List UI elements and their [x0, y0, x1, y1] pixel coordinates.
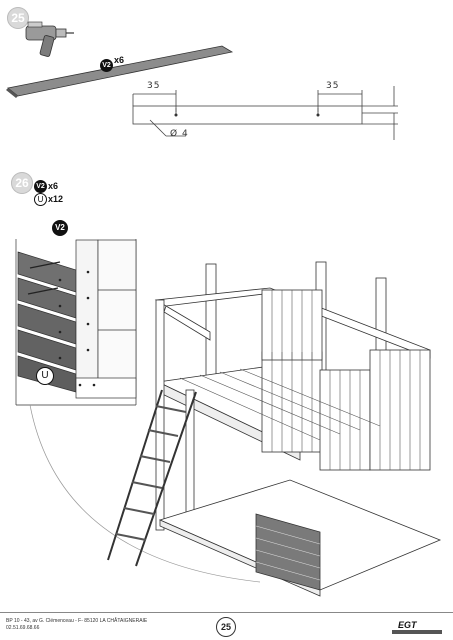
part-badge-v2-step26: V2: [34, 180, 47, 193]
footer-address-line1: BP 10 - 43, av G. Clémenceau - F- 85120 …: [6, 618, 148, 624]
quantity-u-step26: x12: [48, 194, 64, 204]
step-number-25: 25: [7, 7, 29, 29]
brand-logo: EGT: [398, 620, 417, 630]
quantity-v2-step26: x6: [48, 181, 59, 191]
brand-logo-bar: [392, 630, 442, 634]
part-badge-u-step26: U: [34, 193, 47, 206]
dimension-right-35: 35: [326, 81, 340, 91]
callout-u: U: [36, 367, 54, 385]
footer-address: BP 10 - 43, av G. Clémenceau - F- 85120 …: [6, 618, 206, 632]
quantity-v2: x6: [114, 55, 125, 65]
dimension-diameter: Ø 4: [170, 129, 189, 139]
footer-divider: [0, 612, 453, 613]
part-badge-v2: V2: [100, 59, 113, 72]
page-number: 25: [216, 617, 236, 637]
dimension-left-35: 35: [147, 81, 161, 91]
callout-v2: V2: [52, 220, 68, 236]
step-number-26: 26: [11, 172, 33, 194]
footer-address-line2: 02.51.69.68.66: [6, 625, 40, 631]
